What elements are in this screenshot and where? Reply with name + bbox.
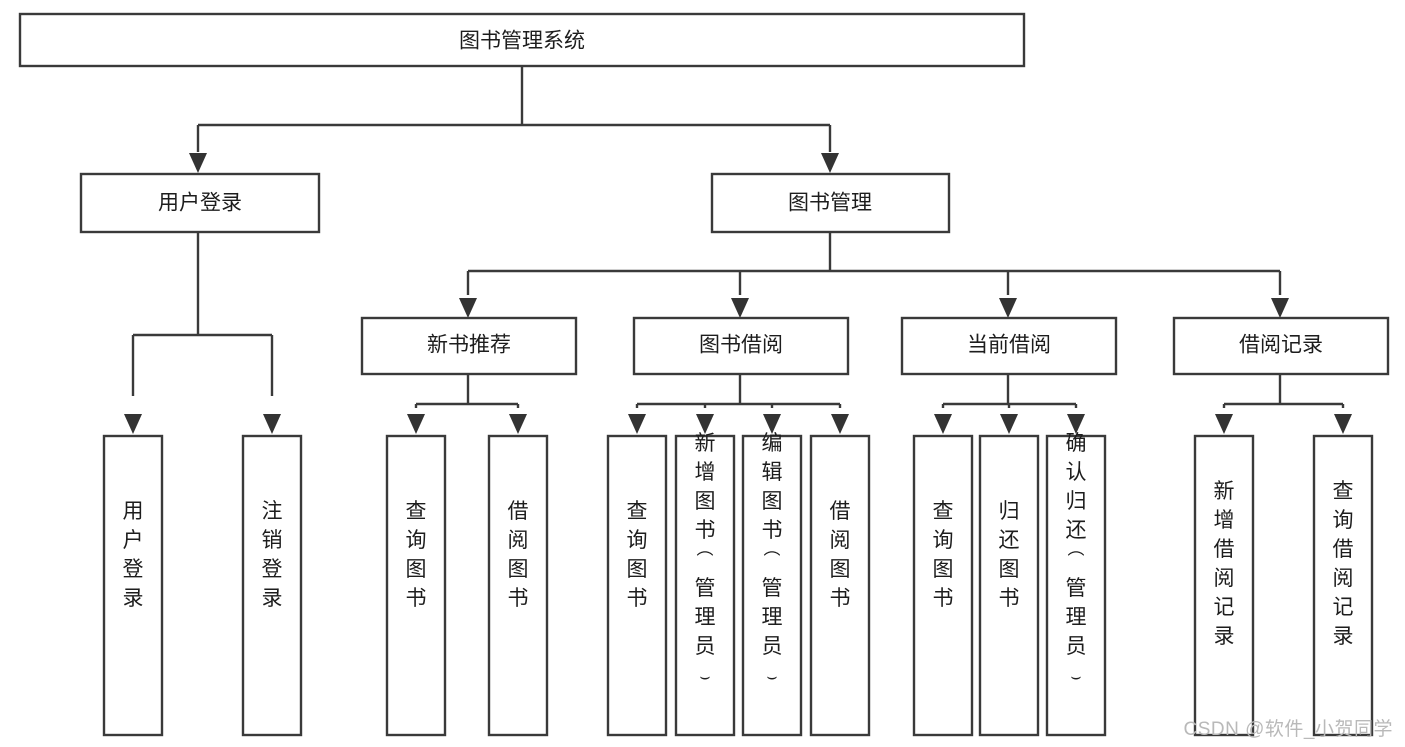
arrow-icon — [1215, 414, 1233, 434]
node-box — [674, 434, 736, 737]
node-box — [360, 316, 578, 376]
leaf-user-login-login[interactable]: 用户登录 — [102, 434, 164, 737]
arrow-icon — [934, 414, 952, 434]
node-label-book-borrow: 图书借阅 — [699, 334, 783, 357]
node-box — [912, 434, 974, 737]
node-box — [978, 434, 1040, 737]
leaf-borrow-edit-book-admin[interactable]: 编辑图书⌒管理员⌣ — [741, 432, 803, 737]
leaf-current-query-book[interactable]: 查询图书 — [912, 434, 974, 737]
node-book-borrow[interactable]: 图书借阅 — [632, 316, 850, 376]
leaf-label-borrow-book: 借阅图书 — [508, 500, 529, 610]
leaf-label-add-book-admin: 新增图书⌒管理员⌣ — [695, 432, 716, 686]
leaf-label-logout: 注销登录 — [262, 500, 283, 610]
arrow-icon — [189, 153, 207, 173]
node-box — [606, 434, 668, 737]
node-label-new-book-recommend: 新书推荐 — [427, 334, 511, 357]
node-label-user-login: 用户登录 — [158, 192, 242, 215]
node-box — [1045, 434, 1107, 737]
node-box — [18, 12, 1026, 68]
leaf-label-return-book: 归还图书 — [999, 500, 1020, 610]
arrow-icon — [628, 414, 646, 434]
arrow-icon — [831, 414, 849, 434]
leaf-label-query-borrow-record: 查询借阅记录 — [1333, 480, 1354, 648]
arrow-icon — [509, 414, 527, 434]
node-box — [710, 172, 951, 234]
leaf-borrow-add-book-admin[interactable]: 新增图书⌒管理员⌣ — [674, 432, 736, 737]
node-label-current-borrow: 当前借阅 — [967, 334, 1051, 357]
leaf-label-query-book: 查询图书 — [406, 500, 427, 610]
node-box — [809, 434, 871, 737]
leaf-label-user-login: 用户登录 — [123, 500, 144, 610]
arrow-icon — [1334, 414, 1352, 434]
node-box — [241, 434, 303, 737]
arrow-icon — [999, 298, 1017, 318]
node-label-borrow-record: 借阅记录 — [1239, 334, 1323, 357]
arrow-icon — [459, 298, 477, 318]
arrow-icon — [124, 414, 142, 434]
node-box — [1172, 316, 1390, 376]
node-borrow-record[interactable]: 借阅记录 — [1172, 316, 1390, 376]
node-box — [632, 316, 850, 376]
leaf-record-query-record[interactable]: 查询借阅记录 — [1312, 434, 1374, 737]
arrow-icon — [263, 414, 281, 434]
arrow-icon — [696, 414, 714, 434]
arrow-icon — [1000, 414, 1018, 434]
node-new-book-recommend[interactable]: 新书推荐 — [360, 316, 578, 376]
node-label-root: 图书管理系统 — [459, 30, 585, 53]
node-box — [487, 434, 549, 737]
node-box — [741, 434, 803, 737]
node-root-book-management-system[interactable]: 图书管理系统 — [18, 12, 1026, 68]
arrow-icon — [407, 414, 425, 434]
arrow-icon — [763, 414, 781, 434]
leaf-label-query-book: 查询图书 — [627, 500, 648, 610]
node-box — [1193, 434, 1255, 737]
node-box — [1312, 434, 1374, 737]
arrow-icon — [1067, 414, 1085, 434]
node-box — [900, 316, 1118, 376]
node-box — [385, 434, 447, 737]
node-box — [102, 434, 164, 737]
leaf-record-add-record[interactable]: 新增借阅记录 — [1193, 434, 1255, 737]
arrow-icon — [1271, 298, 1289, 318]
leaf-label-edit-book-admin: 编辑图书⌒管理员⌣ — [762, 432, 783, 686]
arrow-icon — [731, 298, 749, 318]
node-user-login[interactable]: 用户登录 — [79, 172, 321, 234]
leaf-label-add-borrow-record: 新增借阅记录 — [1214, 480, 1235, 648]
leaf-new-book-query[interactable]: 查询图书 — [385, 434, 447, 737]
node-current-borrow[interactable]: 当前借阅 — [900, 316, 1118, 376]
node-label-book-management: 图书管理 — [788, 192, 872, 215]
leaf-label-query-book: 查询图书 — [933, 500, 954, 610]
watermark-text: CSDN @软件_小贺同学 — [1183, 719, 1393, 740]
node-box — [79, 172, 321, 234]
leaf-new-book-borrow[interactable]: 借阅图书 — [487, 434, 549, 737]
node-book-management[interactable]: 图书管理 — [710, 172, 951, 234]
leaf-borrow-query-book[interactable]: 查询图书 — [606, 434, 668, 737]
leaf-user-login-logout[interactable]: 注销登录 — [241, 434, 303, 737]
leaf-label-confirm-return-admin: 确认归还⌒管理员⌣ — [1066, 432, 1087, 686]
leaf-current-confirm-return-admin[interactable]: 确认归还⌒管理员⌣ — [1045, 432, 1107, 737]
leaf-borrow-borrow-book[interactable]: 借阅图书 — [809, 434, 871, 737]
arrow-icon — [821, 153, 839, 173]
connector-layer — [124, 66, 1352, 434]
leaf-label-borrow-book: 借阅图书 — [830, 500, 851, 610]
leaf-current-return-book[interactable]: 归还图书 — [978, 434, 1040, 737]
